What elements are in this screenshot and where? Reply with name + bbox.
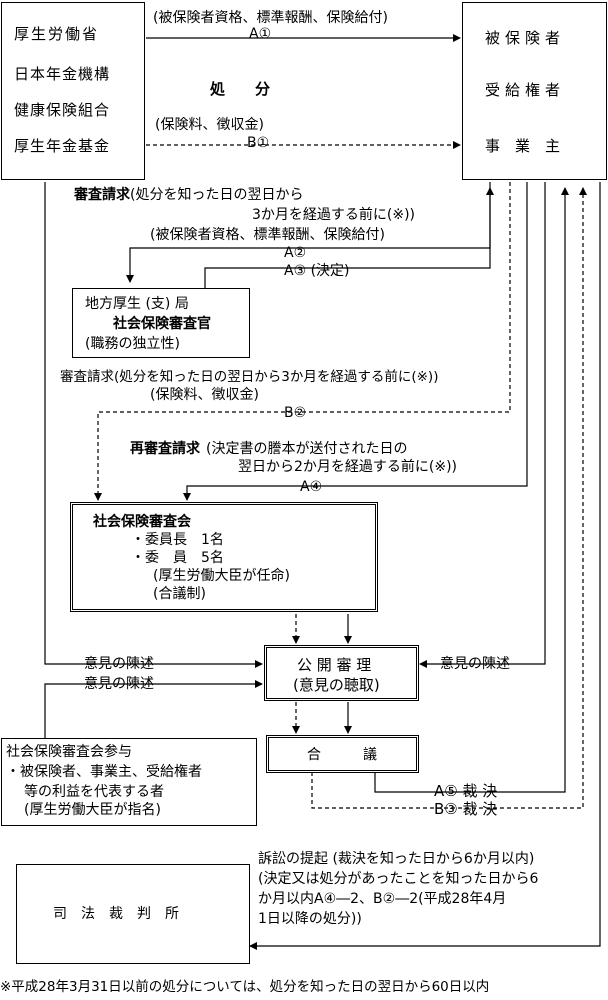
advisor-line2: ・被保険者、事業主、受給権者 (6, 764, 202, 780)
re-review-desc1: (決定書の謄本が送付された日の (206, 441, 408, 457)
re-review-title: 再審査請求 (130, 441, 200, 457)
council-box: 社会保険審査会 ・委員長 1名 ・委 員 5名 (厚生労働大臣が任命) (合議制… (70, 502, 378, 612)
arrow-opinion-subjects (419, 182, 546, 668)
court-label: 司 法 裁 判 所 (53, 906, 179, 922)
regional-line1: 地方厚生 (支) 局 (85, 296, 189, 312)
agencies-box: 厚生労働省 日本年金機構 健康保険組合 厚生年金基金 (1, 2, 145, 180)
b1-label: B① (247, 135, 270, 151)
deliberation-box: 合 議 (266, 735, 419, 773)
review-request-a: 審査請求(処分を知った日の翌日から (74, 186, 303, 204)
subject-beneficiary: 受給権者 (485, 81, 566, 99)
regional-line2: 社会保険審査官 (113, 316, 211, 332)
re-review-desc2: 翌日から2か月を経過する前に(※)) (238, 459, 458, 475)
agency-health-insurance-union: 健康保険組合 (14, 101, 111, 119)
agency-mhlw: 厚生労働省 (14, 25, 100, 43)
review-request-b-desc1: 審査請求(処分を知った日の翌日から3か月を経過する前に(※)) (60, 369, 439, 385)
review-request-title: 審査請求 (74, 187, 130, 203)
regional-line3: (職務の独立性) (85, 336, 180, 352)
arrow-opinion-advisor (44, 680, 263, 738)
subject-employer: 事業主 (485, 137, 576, 155)
council-appointed: (厚生労働大臣が任命) (153, 568, 290, 584)
regional-bureau-box: 地方厚生 (支) 局 社会保険審査官 (職務の独立性) (72, 288, 250, 358)
a4-label: A④ (300, 479, 323, 495)
arrow-b2 (94, 182, 511, 501)
advisor-line3: 等の利益を代表する者 (24, 784, 164, 800)
review-request-desc1: (処分を知った日の翌日から (130, 187, 304, 203)
advisor-line1: 社会保険審査会参与 (6, 744, 132, 760)
lawsuit-line3: か月以内A④―2、B②―2(平成28年4月 (258, 891, 507, 907)
agency-pension-fund: 厚生年金基金 (14, 137, 111, 155)
council-chair: ・委員長 1名 (131, 532, 224, 548)
arrow-lawsuit (249, 182, 601, 950)
b3-decision-label: B③ 裁 決 (434, 800, 498, 818)
re-review-request: 再審査請求 (決定書の謄本が送付された日の (130, 440, 407, 458)
deliberation-label: 合 議 (307, 747, 377, 763)
disposition-label: 処 分 (210, 80, 271, 98)
lawsuit-line4: 1日以降の処分)) (258, 911, 362, 927)
council-members: ・委 員 5名 (131, 550, 224, 566)
opinion-label-subjects: 意見の陳述 (440, 656, 510, 672)
review-request-desc2: 3か月を経過する前に(※)) (252, 207, 416, 223)
arrow-b3 (311, 187, 587, 809)
a1-description: (被保険者資格、標準報酬、保険給付) (153, 10, 388, 26)
court-box: 司 法 裁 判 所 (16, 864, 250, 964)
opinion-label-advisor: 意見の陳述 (84, 676, 154, 692)
a1-label: A① (249, 26, 272, 42)
lawsuit-line1: 訴訟の提起 (裁決を知った日から6か月以内) (258, 851, 535, 867)
review-request-b-desc2: (保険料、徴収金) (150, 387, 259, 403)
council-title: 社会保険審査会 (93, 514, 191, 530)
hearing-line2: (意見の聴取) (293, 676, 380, 694)
footnote: ※平成28年3月31日以前の処分については、処分を知った日の翌日から60日以内 (0, 979, 490, 995)
opinion-label-agencies: 意見の陳述 (84, 656, 154, 672)
review-request-desc3: (被保険者資格、標準報酬、保険給付) (150, 227, 385, 243)
council-collegial: (合議制) (153, 586, 206, 602)
arrow-a5 (374, 187, 569, 793)
b2-label: B② (284, 405, 307, 421)
a2-label: A② (284, 245, 307, 261)
a3-label: A③ (決定) (284, 263, 350, 279)
b1-description: (保険料、徴収金) (155, 117, 264, 133)
arrow-opinion-agencies (44, 182, 263, 668)
advisor-box: 社会保険審査会参与 ・被保険者、事業主、受給権者 等の利益を代表する者 (厚生労… (1, 738, 257, 826)
subjects-box: 被保険者 受給権者 事業主 (462, 2, 607, 180)
lawsuit-line2: (決定又は処分があったことを知った日から6 (258, 871, 539, 887)
advisor-line4: (厚生労働大臣が指名) (24, 802, 161, 818)
subject-insured: 被保険者 (485, 29, 566, 47)
arrow-a3 (204, 187, 494, 288)
hearing-line1: 公 開 審 理 (297, 656, 372, 674)
public-hearing-box: 公 開 審 理 (意見の聴取) (264, 645, 419, 701)
agency-pension-service: 日本年金機構 (14, 65, 111, 83)
a5-decision-label: A⑤ 裁 決 (434, 782, 498, 800)
arrow-a4 (183, 182, 528, 501)
